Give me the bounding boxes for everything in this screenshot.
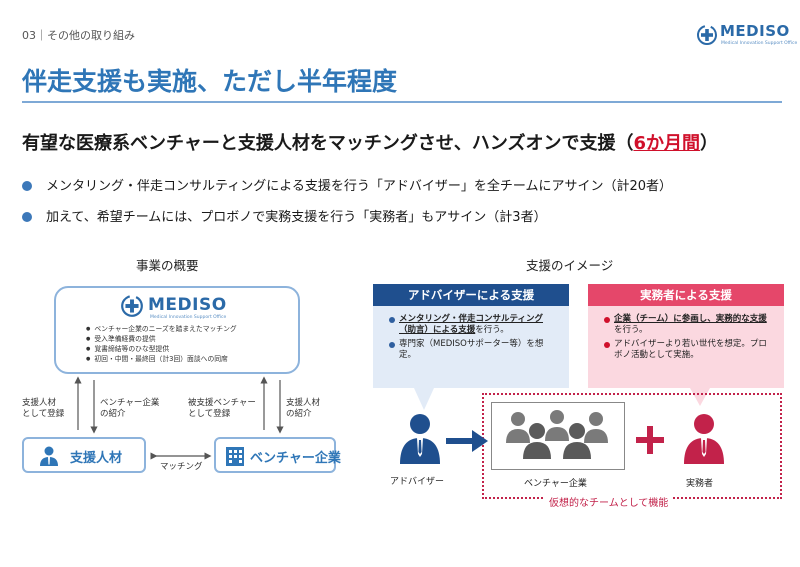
practitioner-box: 実務者による支援 企業（チーム）に参画し、実務的な支援を行う。 アドバイザーより… [588,284,784,388]
venture-team-box [491,402,625,470]
title-divider [22,101,782,103]
practitioner-person-icon [684,414,724,464]
advisor-box: アドバイザーによる支援 メンタリング・伴走コンサルティング（助言）による支援を行… [373,284,569,388]
plus-icon [636,426,664,454]
node-support-personnel: 支援人材 [22,437,146,473]
logo-subtitle: Medical Innovation Support Office [721,41,798,46]
advisor-box-header: アドバイザーによる支援 [373,284,569,306]
breadcrumb: 03｜その他の取り組み [22,29,135,42]
practitioner-box-header: 実務者による支援 [588,284,784,306]
mediso-box: MEDISO Medical Innovation Support Office… [54,286,300,374]
right-diagram-title: 支援のイメージ [526,258,614,273]
advisor-person-icon [400,414,440,464]
node-label: ベンチャー企業 [250,451,341,466]
cross-circle-icon [697,25,717,45]
bullet-dot [22,212,32,222]
mediso-service-list: ベンチャー企業のニーズを踏まえたマッチング 受入準備経費の提供 覚書締結等のひな… [86,324,237,364]
arrow-label-matching: マッチング [160,462,203,472]
advisor-label: アドバイザー [390,477,445,487]
node-venture-company: ベンチャー企業 [214,437,341,473]
logo-wordmark: MEDISO [720,22,790,40]
page-title: 伴走支援も実施、ただし半年程度 [22,67,398,96]
list-item: アドバイザーより若い世代を想定。プロボノ活動として実施。 [604,339,774,361]
arrow-label-intro-support: 支援人材の紹介 [286,398,321,419]
arrow-label-register-venture: 被支援ベンチャーとして登録 [188,398,256,419]
headline-highlight: 6か月間 [633,133,700,154]
list-item: 受入準備経費の提供 [86,334,237,344]
arrow-label-register-support: 支援人材として登録 [22,398,65,419]
list-item: 企業（チーム）に参画し、実務的な支援を行う。 [604,314,774,336]
bullet-item: メンタリング・伴走コンサルティングによる支援を行う「アドバイザー」を全チームにア… [22,175,672,194]
list-item: 覚書締結等のひな型提供 [86,344,237,354]
practitioner-box-list: 企業（チーム）に参画し、実務的な支援を行う。 アドバイザーより若い世代を想定。プ… [604,314,774,364]
right-arrow-icon [446,430,488,452]
team-group-icon [506,410,608,459]
virtual-team-label: 仮想的なチームとして機能 [545,494,673,509]
venture-label: ベンチャー企業 [524,479,587,489]
node-label: 支援人材 [70,451,123,466]
advisor-box-list: メンタリング・伴走コンサルティング（助言）による支援を行う。 専門家（MEDIS… [389,314,559,364]
arrow-label-intro-venture: ベンチャー企業の紹介 [100,398,160,419]
building-icon [226,447,244,466]
headline: 有望な医療系ベンチャーと支援人材をマッチングさせ、ハンズオンで支援（6か月間） [22,133,718,154]
list-item: 専門家（MEDISOサポーター等）を想定。 [389,339,559,361]
list-item: メンタリング・伴走コンサルティング（助言）による支援を行う。 [389,314,559,336]
practitioner-label: 実務者 [686,479,714,489]
mediso-logo: MEDISO Medical Innovation Support Office [696,22,797,50]
left-diagram-title: 事業の概要 [136,258,199,273]
bullet-item: 加えて、希望チームには、プロボノで実務支援を行う「実務者」もアサイン（計3者） [22,206,547,225]
cross-circle-icon [121,295,143,317]
list-item: 初回・中間・最終回（計3回）面談への同席 [86,354,237,364]
bullet-dot [22,181,32,191]
person-icon [40,446,58,466]
list-item: ベンチャー企業のニーズを踏まえたマッチング [86,324,236,334]
